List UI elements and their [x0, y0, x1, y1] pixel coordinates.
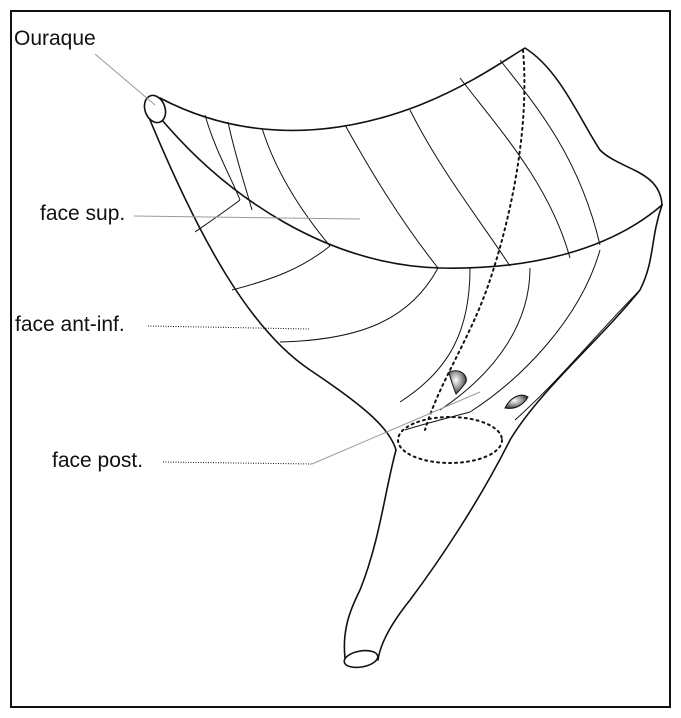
- diagram-border: [11, 11, 670, 707]
- ouraque-leader: [95, 54, 155, 105]
- right-ureteral-orifice: [505, 395, 528, 408]
- urachus-tip: [141, 92, 169, 125]
- face-post-leader-gray: [312, 392, 480, 464]
- label-face-post: face post.: [52, 449, 143, 472]
- bladder-outline: [150, 48, 662, 660]
- label-ouraque: Ouraque: [14, 27, 96, 50]
- urethra-opening: [343, 648, 379, 670]
- ureter-dotted-line: [425, 50, 524, 430]
- surface-contour-lines: [195, 60, 640, 430]
- left-ureteral-orifice: [449, 371, 466, 394]
- bladder-neck-ring: [398, 417, 502, 463]
- label-face-sup: face sup.: [40, 202, 125, 225]
- face-sup-leader: [134, 216, 360, 219]
- face-post-leader-dotted: [163, 462, 312, 464]
- label-face-ant-inf: face ant-inf.: [15, 313, 125, 336]
- face-ant-inf-leader: [148, 326, 310, 329]
